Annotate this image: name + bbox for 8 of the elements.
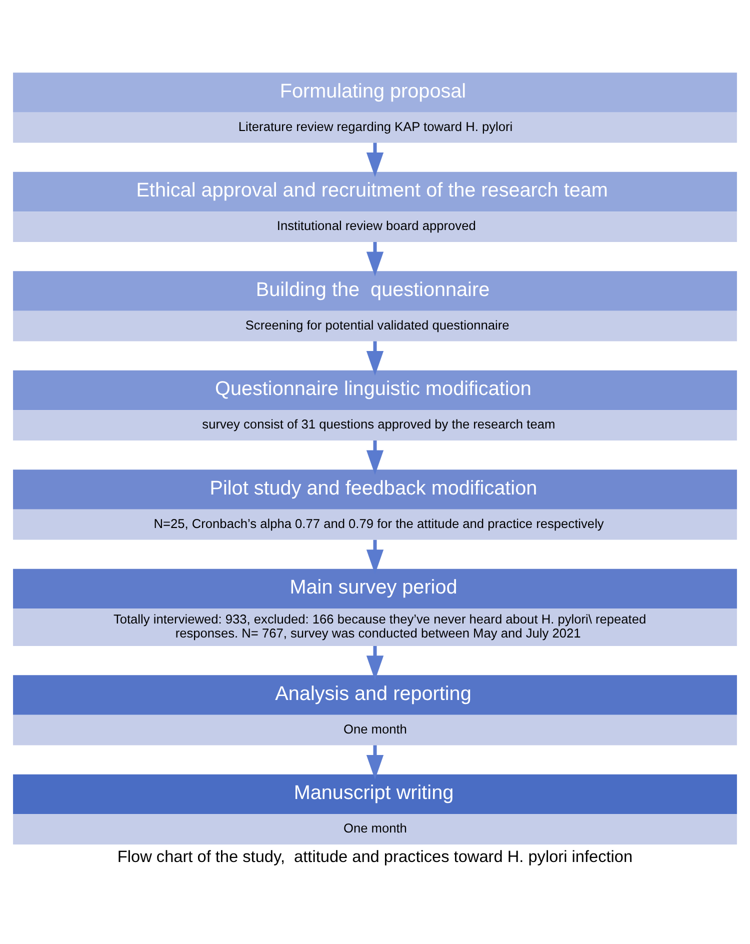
caption: Flow chart of the study, attitude and practices toward H. pylori infection	[117, 848, 633, 866]
arrow	[366, 745, 384, 780]
arrow	[366, 242, 384, 276]
arrow	[366, 540, 384, 574]
arrow	[366, 646, 384, 680]
arrow	[366, 142, 384, 178]
arrow	[366, 440, 384, 475]
arrow	[366, 341, 384, 376]
